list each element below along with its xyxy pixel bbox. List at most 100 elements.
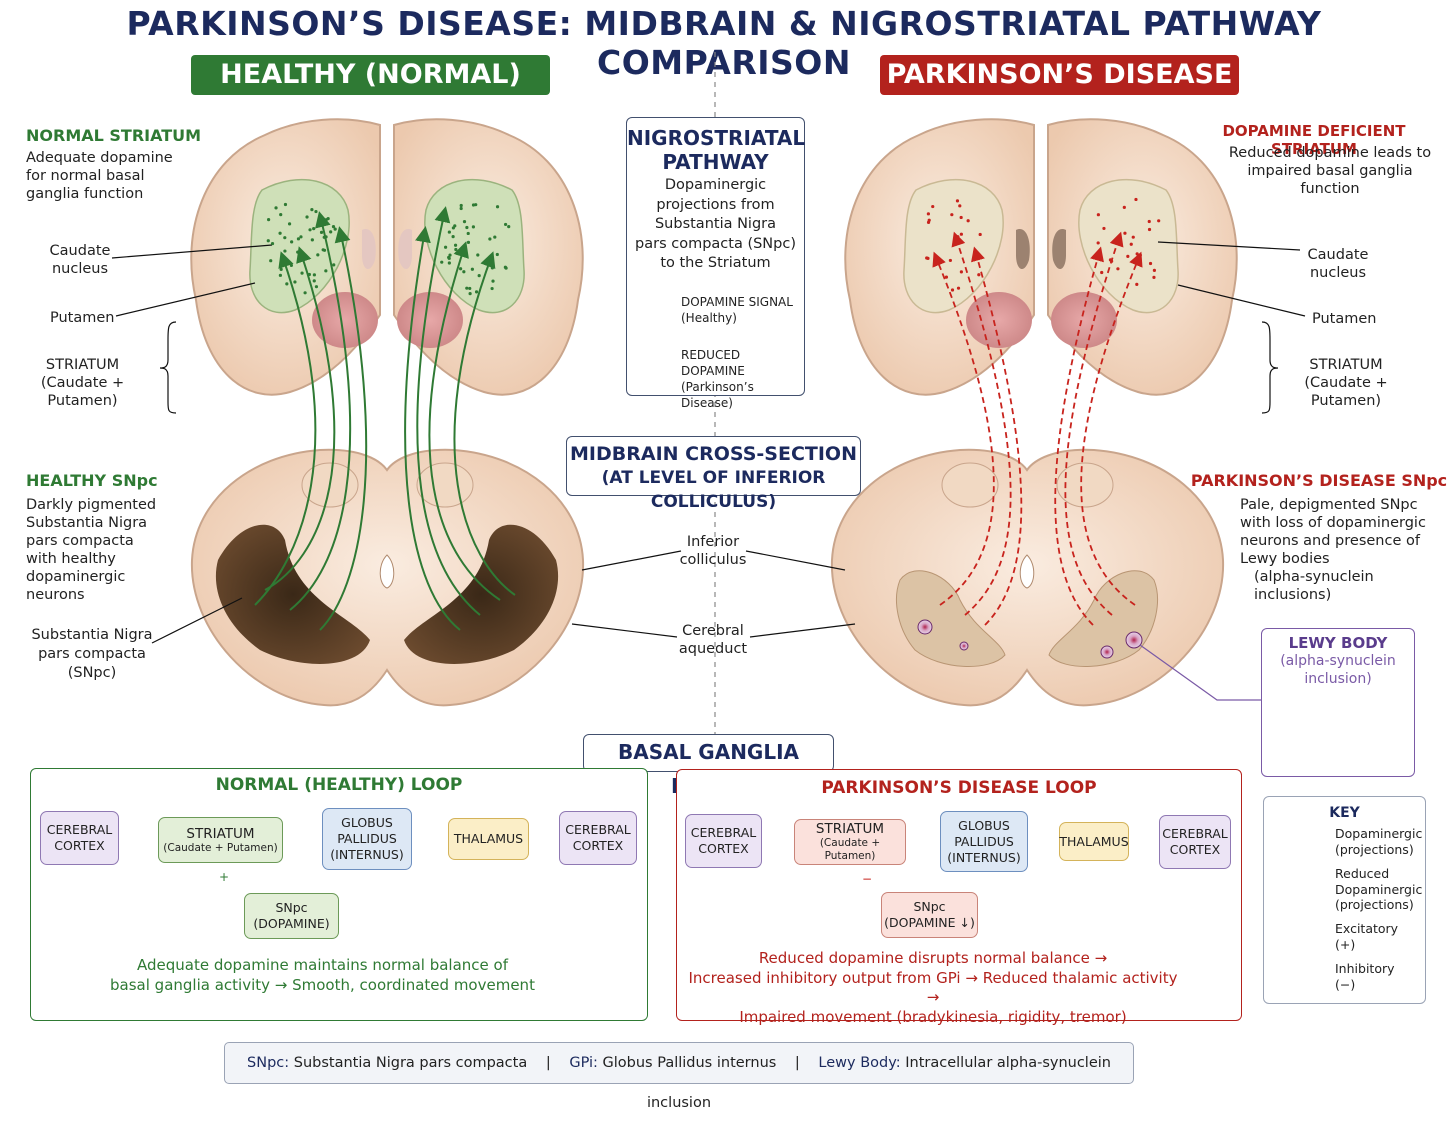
- striatum-dot: [955, 199, 960, 203]
- striatum-dot: [1126, 254, 1130, 258]
- striatum-dot: [267, 217, 271, 222]
- striatum-dot: [448, 253, 452, 257]
- striatum-dot: [958, 204, 962, 208]
- normal-striatum-node: STRIATUM(Caudate + Putamen): [158, 817, 283, 863]
- dopamine-deficient-heading: DOPAMINE DEFICIENT STRIATUM: [1222, 122, 1406, 158]
- basal-ganglia-loops-header: BASAL GANGLIA LOOPS: [583, 734, 834, 798]
- striatum-dot: [454, 247, 458, 252]
- striatum-dot: [956, 235, 960, 239]
- healthy-brain-coronal: [190, 118, 584, 396]
- striatum-dot: [310, 208, 314, 212]
- healthy-midbrain: [190, 448, 585, 707]
- legend-dopamine-text: DOPAMINE SIGNAL(Healthy): [681, 295, 793, 325]
- striatum-dot: [491, 279, 495, 283]
- striatum-dot: [283, 249, 287, 253]
- healthy-dopamine-projections: [254, 206, 516, 631]
- striatum-dot: [296, 237, 301, 241]
- striatum-dot: [329, 230, 333, 234]
- striatum-dot: [1147, 219, 1151, 224]
- striatum-dot: [470, 267, 474, 271]
- footer-gpi-abbr: GPi:: [569, 1055, 598, 1071]
- striatum-dot: [466, 240, 471, 244]
- striatum-dot: [1152, 275, 1156, 279]
- abbreviations-footer: SNpc: Substantia Nigra pars compacta | G…: [224, 1042, 1134, 1111]
- striatum-dot: [973, 250, 977, 254]
- striatum-dot: [1131, 235, 1135, 239]
- striatum-dot: [455, 251, 459, 255]
- striatum-dot: [465, 286, 469, 290]
- pd-loop-caption: Reduced dopamine disrupts normal balance…: [688, 949, 1178, 1026]
- striatum-dot: [950, 213, 954, 217]
- striatum-dot: [468, 292, 472, 296]
- striatum-dot: [474, 290, 479, 294]
- normal-loop-title: NORMAL (HEALTHY) LOOP: [215, 775, 463, 795]
- striatum-dot: [270, 241, 275, 246]
- striatum-dot: [504, 266, 508, 270]
- striatum-dot: [285, 282, 289, 286]
- striatum-dot: [1157, 219, 1161, 223]
- striatum-dot: [462, 270, 466, 274]
- striatum-dot: [468, 286, 472, 291]
- striatum-dot: [466, 231, 470, 236]
- pd-snpc-node: SNpc(DOPAMINE ↓): [881, 892, 978, 938]
- striatum-dot: [278, 231, 282, 235]
- lewy-body-marker: [917, 619, 933, 635]
- pd-leader-lines: [571, 241, 1306, 701]
- striatum-dot: [310, 238, 314, 242]
- striatum-dot: [959, 215, 963, 220]
- footer-separator: |: [545, 1055, 551, 1071]
- healthy-snpc-left: [215, 524, 370, 664]
- striatum-dot: [1122, 205, 1126, 209]
- normal-loop-caption: Adequate dopamine maintains normal balan…: [110, 956, 535, 994]
- striatum-dot: [458, 267, 463, 271]
- footer-gpi-full: Globus Pallidus internus: [602, 1055, 777, 1071]
- striatum-dot: [319, 230, 324, 235]
- striatum-dot: [307, 272, 311, 277]
- striatum-dot: [447, 230, 451, 234]
- striatum-dot: [927, 218, 931, 222]
- striatum-dot: [332, 263, 336, 267]
- striatum-dot: [495, 205, 500, 209]
- striatum-dot: [966, 219, 970, 223]
- normal-plus-sign: +: [218, 870, 230, 884]
- striatum-dot: [1148, 261, 1153, 266]
- healthy-banner: HEALTHY (NORMAL): [191, 55, 550, 95]
- striatum-dot: [453, 243, 458, 247]
- striatum-dot: [488, 237, 492, 241]
- normal-striatum-heading: NORMAL STRIATUM: [26, 126, 202, 145]
- lewy-body-marker: [1125, 631, 1143, 649]
- striatum-dot: [324, 235, 328, 239]
- key-box: KEY: [1263, 796, 1426, 1004]
- striatum-dot: [490, 266, 494, 270]
- legend-reduced-text: REDUCED DOPAMINE(Parkinson’s Disease): [681, 348, 754, 410]
- striatum-dot: [300, 271, 304, 275]
- pd-striatum-node: STRIATUM(Caudate + Putamen): [794, 819, 906, 865]
- striatum-label-right: STRIATUM(Caudate + Putamen): [1304, 357, 1388, 409]
- pd-reduced-projections: [932, 231, 1143, 626]
- striatum-dot: [459, 206, 463, 211]
- striatum-dot: [279, 213, 283, 217]
- striatum-dot: [453, 224, 457, 228]
- striatum-dot: [959, 232, 963, 236]
- striatum-dot: [326, 217, 330, 221]
- striatum-dot: [1135, 282, 1139, 286]
- footer-lewy-abbr: Lewy Body:: [818, 1055, 901, 1071]
- striatum-dot: [1129, 242, 1133, 246]
- striatum-dot: [447, 256, 451, 260]
- striatum-dot: [440, 260, 444, 264]
- striatum-dot: [1152, 268, 1157, 272]
- pd-snpc-left: [896, 570, 1006, 667]
- striatum-dot: [1123, 231, 1127, 235]
- striatum-dot: [1102, 226, 1106, 231]
